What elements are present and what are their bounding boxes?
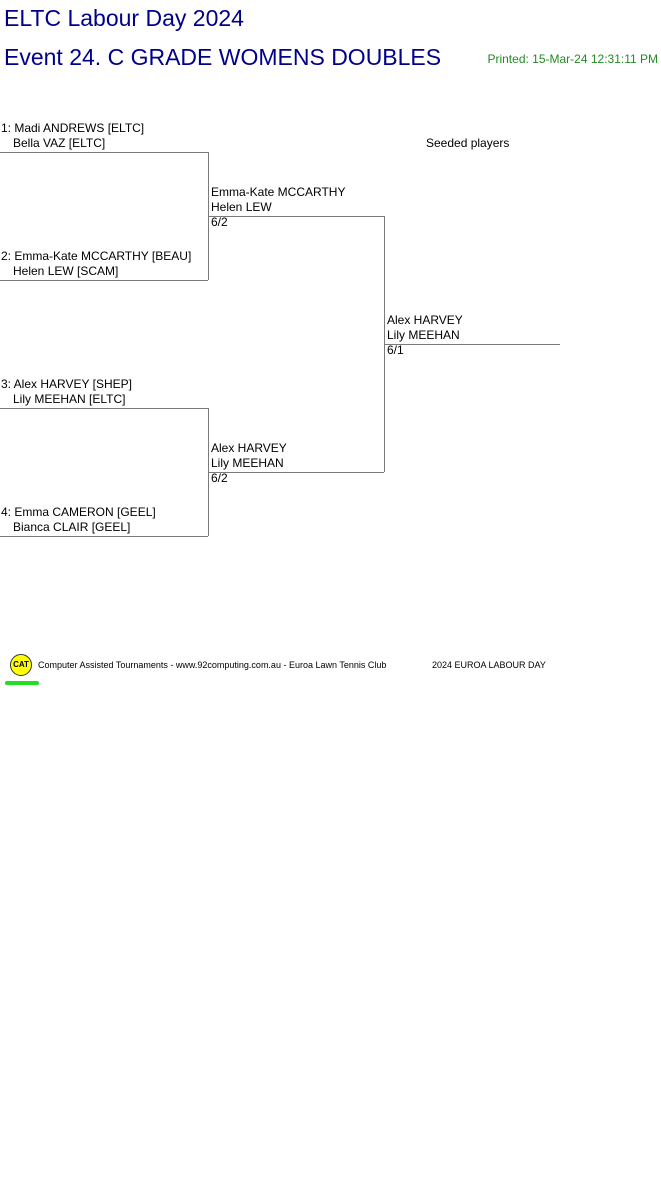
bracket-line bbox=[0, 152, 208, 153]
entry-partner-line: Bianca CLAIR [GEEL] bbox=[13, 520, 131, 534]
entry-partner-line: Bella VAZ [ELTC] bbox=[13, 136, 106, 150]
entry-seed-line: 2: Emma-Kate MCCARTHY [BEAU] bbox=[1, 249, 192, 263]
bracket-line bbox=[384, 344, 560, 345]
champion-player-1: Alex HARVEY bbox=[387, 313, 463, 327]
winner-player-1: Emma-Kate MCCARTHY bbox=[211, 185, 346, 199]
match-score: 6/2 bbox=[211, 215, 228, 229]
seeded-players-label: Seeded players bbox=[426, 136, 510, 150]
bracket-line bbox=[0, 536, 208, 537]
bracket-line bbox=[0, 280, 208, 281]
bracket-line bbox=[0, 408, 208, 409]
winner-player-1: Alex HARVEY bbox=[211, 441, 287, 455]
footer-event-name: 2024 EUROA LABOUR DAY bbox=[432, 660, 546, 670]
entry-seed-line: 1: Madi ANDREWS [ELTC] bbox=[1, 121, 145, 135]
winner-player-2: Lily MEEHAN bbox=[211, 456, 284, 470]
match-score: 6/2 bbox=[211, 471, 228, 485]
entry-partner-line: Helen LEW [SCAM] bbox=[13, 264, 119, 278]
event-title: Event 24. C GRADE WOMENS DOUBLES bbox=[4, 44, 442, 70]
winner-player-2: Helen LEW bbox=[211, 200, 272, 214]
champion-player-2: Lily MEEHAN bbox=[387, 328, 460, 342]
footer-credit: Computer Assisted Tournaments - www.92co… bbox=[38, 660, 387, 670]
bracket-line bbox=[208, 216, 384, 217]
entry-seed-line: 3: Alex HARVEY [SHEP] bbox=[1, 377, 132, 391]
match-score: 6/1 bbox=[387, 343, 404, 357]
entry-partner-line: Lily MEEHAN [ELTC] bbox=[13, 392, 126, 406]
tournament-title: ELTC Labour Day 2024 bbox=[4, 5, 244, 31]
printed-timestamp: Printed: 15-Mar-24 12:31:11 PM bbox=[487, 52, 658, 66]
bracket-line bbox=[208, 472, 384, 473]
cat-logo-icon: CAT bbox=[10, 654, 32, 676]
logo-underline bbox=[5, 681, 39, 685]
entry-seed-line: 4: Emma CAMERON [GEEL] bbox=[1, 505, 156, 519]
